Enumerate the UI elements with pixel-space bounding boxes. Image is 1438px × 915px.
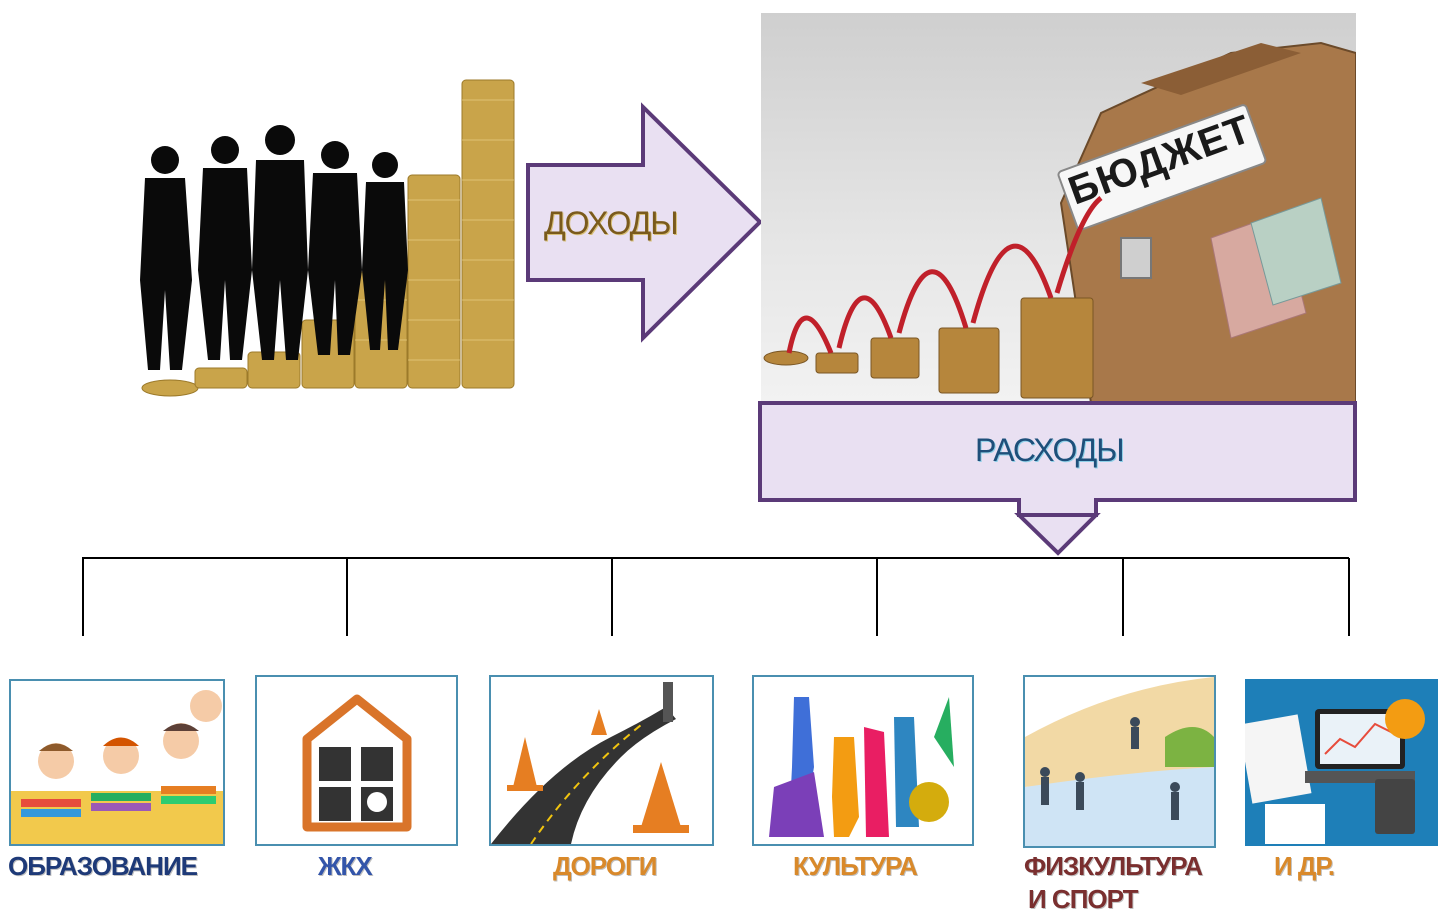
briefcase-icon <box>1059 41 1356 403</box>
category-label-sport-line2: И СПОРТ <box>1028 884 1138 914</box>
category-label-housing: ЖКХ <box>318 851 373 881</box>
category-label-education: ОБРАЗОВАНИЕ <box>8 851 198 881</box>
small-coin-stacks <box>763 297 1094 399</box>
expenses-label: РАСХОДЫ <box>975 432 1125 468</box>
culture-silhouettes-icon <box>769 697 954 837</box>
road-cones-icon <box>491 682 689 844</box>
growth-arcs <box>786 196 1103 354</box>
income-label: ДОХОДЫ <box>544 205 679 241</box>
sport-tile <box>1023 675 1216 848</box>
budget-photo: БЮДЖЕТ <box>761 13 1356 403</box>
other-tile <box>1245 679 1438 846</box>
office-documents-icon <box>1245 699 1425 844</box>
education-tile <box>9 679 225 846</box>
children-books-icon <box>11 690 223 844</box>
category-label-other: И ДР. <box>1274 851 1335 881</box>
culture-tile <box>752 675 974 846</box>
housing-tile <box>255 675 458 846</box>
category-label-culture: КУЛЬТУРА <box>793 851 918 881</box>
people-silhouettes <box>140 125 408 370</box>
category-label-roads: ДОРОГИ <box>553 851 657 881</box>
roads-tile <box>489 675 714 846</box>
category-label-sport: ФИЗКУЛЬТУРА <box>1024 851 1203 881</box>
house-utilities-icon <box>302 694 412 832</box>
sport-silhouettes-icon <box>1025 677 1214 846</box>
